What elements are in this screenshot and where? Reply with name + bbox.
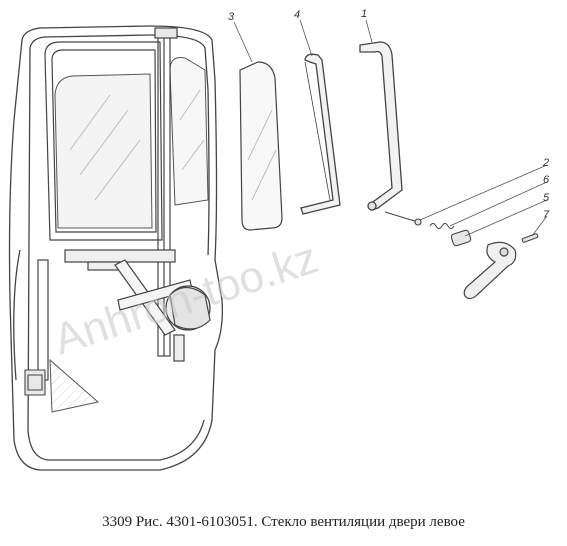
window-frame [44, 41, 163, 241]
callout-7: 7 [543, 209, 550, 221]
figure-caption: 3309 Рис. 4301-6103051. Стекло вентиляци… [102, 514, 465, 530]
window-regulator [114, 259, 211, 362]
hinge [24, 369, 46, 396]
part-handle [463, 241, 517, 300]
part-1-vent-frame [359, 41, 403, 211]
part-5-bushing [450, 229, 472, 247]
lower-panel-hatch [49, 358, 100, 413]
callout-4: 4 [294, 9, 300, 21]
door-vent-glass [169, 57, 209, 206]
part-7-pin [521, 233, 539, 243]
callout-6: 6 [543, 174, 550, 186]
callout-5: 5 [543, 192, 550, 204]
main-glass [54, 73, 153, 229]
part-6-spring [429, 223, 455, 229]
part-2-stud [384, 211, 422, 226]
callout-3: 3 [228, 11, 235, 23]
part-4-seal [300, 53, 341, 215]
door-panel [8, 25, 223, 471]
part-3-vent-glass [239, 61, 283, 231]
callout-2: 2 [542, 157, 549, 169]
guide-channels [37, 27, 178, 381]
callout-1: 1 [361, 8, 367, 20]
leader-lines [233, 19, 548, 237]
